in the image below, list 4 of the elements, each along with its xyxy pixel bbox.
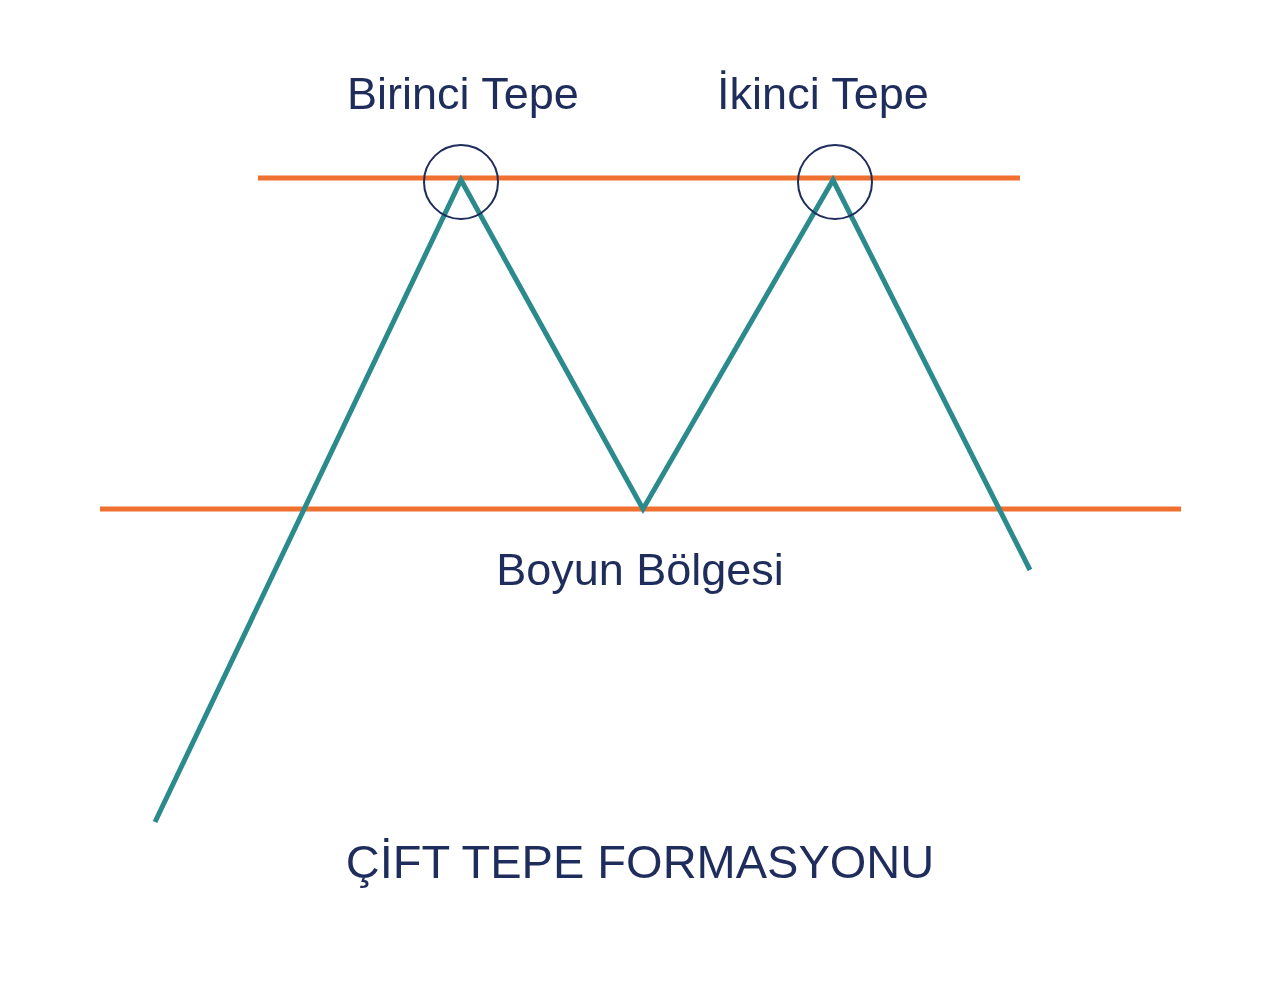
chart-label: Boyun Bölgesi	[496, 544, 784, 596]
chart-label: Birinci Tepe	[347, 68, 579, 120]
caption: ÇİFT TEPE FORMASYONU	[345, 835, 935, 890]
chart-label: İkinci Tepe	[717, 68, 929, 120]
